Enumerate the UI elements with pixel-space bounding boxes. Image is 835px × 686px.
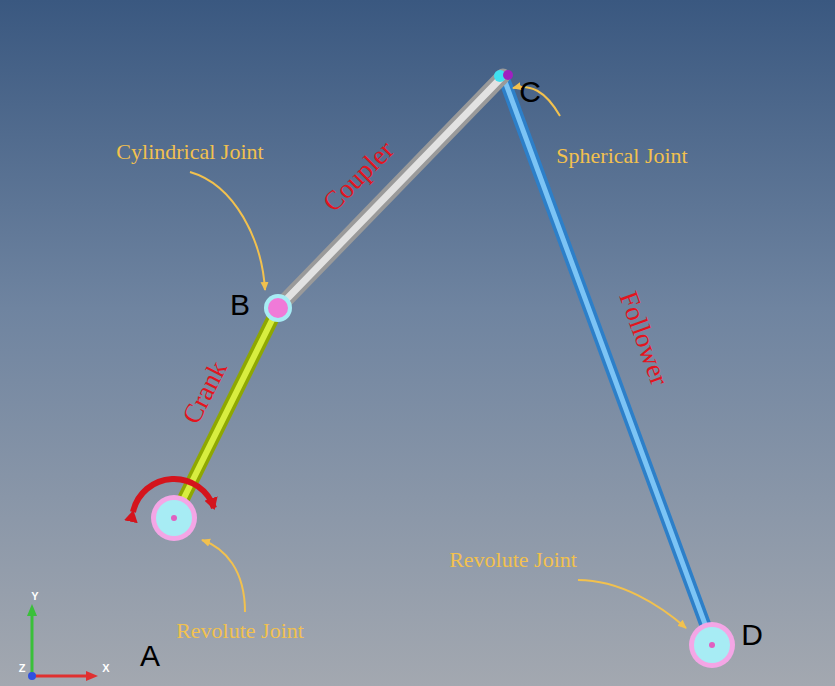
point-letter: C [519, 77, 541, 107]
axis-label: X [102, 663, 109, 674]
axis-label: Y [31, 591, 38, 602]
point-letter: A [140, 641, 160, 671]
point-letter: D [741, 620, 763, 650]
axis-label: Z [19, 663, 26, 674]
callout-label: Spherical Joint [556, 145, 687, 167]
callout-label: Revolute Joint [449, 549, 577, 571]
callout-label: Cylindrical Joint [116, 141, 263, 163]
part-name: Follower [615, 288, 674, 389]
point-letter: B [230, 290, 250, 320]
callout-label: Revolute Joint [176, 620, 304, 642]
